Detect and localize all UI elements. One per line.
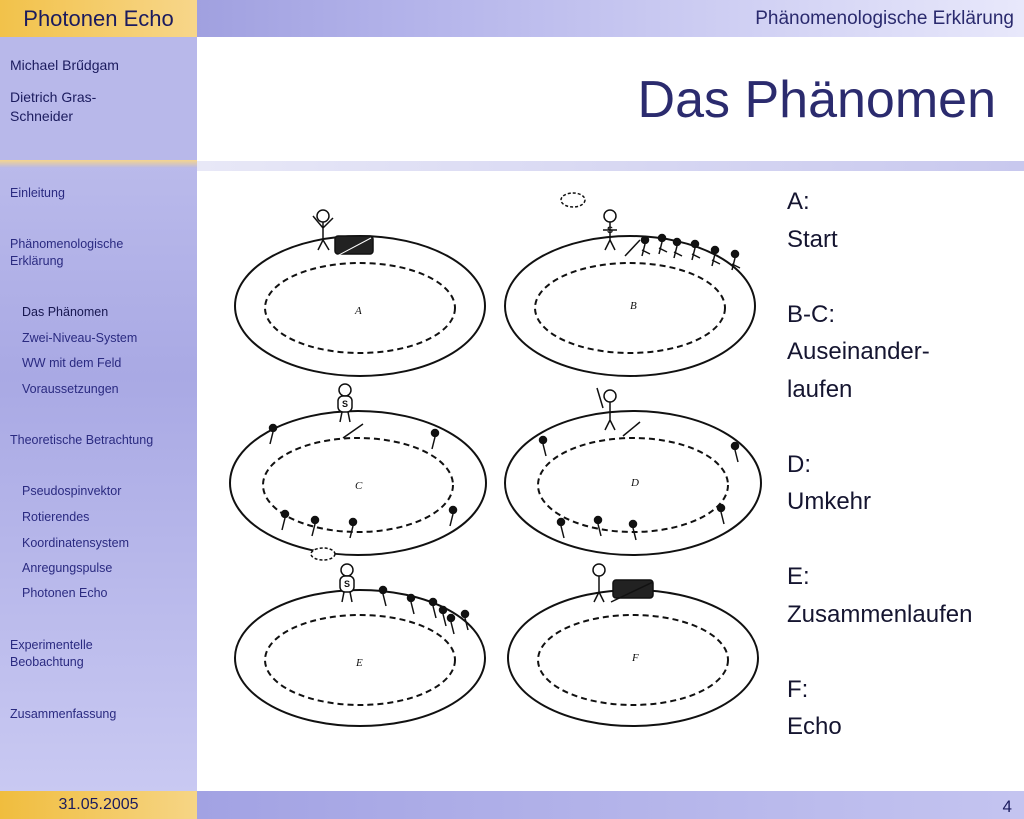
runners-a — [334, 235, 374, 257]
caption-e-label: E: — [787, 563, 810, 590]
nav-item-phaenomenologisch-l1[interactable]: Phänomenologische — [10, 237, 124, 251]
track-c — [229, 410, 487, 556]
panel-label-e: E — [355, 657, 363, 669]
nav-item-voraussetzungen[interactable]: Voraussetzungen — [22, 382, 119, 396]
starter-figure-e — [310, 547, 355, 603]
nav-item-experimentelle-l1[interactable]: Experimentelle — [10, 638, 93, 652]
nav-item-photonen-echo[interactable]: Photonen Echo — [22, 586, 108, 600]
starter-figure-d — [596, 387, 641, 437]
nav-item-pseudospinvektor[interactable]: Pseudospinvektor — [22, 484, 122, 498]
nav-item-experimentelle-l2[interactable]: Beobachtung — [10, 655, 84, 669]
runners-f — [610, 579, 654, 603]
runners-d — [538, 435, 740, 541]
caption-bc-label: B-C: — [787, 300, 835, 328]
flag-s-c: S — [342, 399, 348, 409]
panel-label-c: C — [355, 480, 363, 492]
caption-a-label: A: — [787, 188, 810, 215]
panel-label-d: D — [630, 477, 639, 489]
footer-date-box: 31.05.2005 — [0, 791, 197, 819]
nav-item-ww-mit-dem-feld[interactable]: WW mit dem Feld — [22, 356, 122, 370]
authors-divider — [0, 160, 197, 168]
track-e — [234, 589, 486, 727]
nav-item-phaenomenologisch-l2[interactable]: Erklärung — [10, 254, 64, 268]
starter-figure-b — [603, 209, 641, 257]
title-divider — [197, 161, 1024, 171]
runners-b — [640, 233, 741, 271]
authors-box — [0, 37, 197, 162]
runners-c — [268, 423, 458, 539]
panel-label-f: F — [631, 652, 639, 664]
caption-d-text: Umkehr — [787, 488, 872, 515]
nav-item-koordinatensystem[interactable]: Koordinatensystem — [22, 536, 130, 550]
track-b — [504, 235, 756, 377]
brand-title: Photonen Echo — [23, 6, 174, 31]
nav-item-das-phaenomen[interactable]: Das Phänomen — [22, 305, 109, 319]
thought-bubble-b — [560, 192, 586, 208]
page-title: Das Phänomen — [637, 71, 996, 129]
runners-e — [378, 585, 470, 635]
caption-bc-text-2: laufen — [787, 375, 853, 403]
track-d — [504, 410, 762, 556]
nav-item-anregungspulse[interactable]: Anregungspulse — [22, 561, 113, 575]
racetrack-figure: A B C D E F — [229, 192, 762, 727]
starter-figure-c — [337, 383, 364, 439]
caption-bc-text-1: Auseinander- — [787, 338, 930, 365]
panel-label-a: A — [354, 305, 362, 317]
caption-e-text: Zusammenlaufen — [787, 600, 973, 628]
page-number: 4 — [1002, 797, 1012, 816]
caption-a-text: Start — [787, 225, 838, 253]
starter-figure-a — [312, 209, 334, 251]
author-2-line2: Schneider — [10, 108, 74, 124]
caption-spacer — [787, 633, 1022, 671]
caption-f-label: F: — [787, 675, 809, 703]
footer-date: 31.05.2005 — [58, 796, 139, 813]
section-title: Phänomenologische Erklärung — [755, 8, 1014, 29]
nav-item-zwei-niveau-system[interactable]: Zwei-Niveau-System — [22, 331, 138, 345]
flag-s-b: S — [607, 225, 613, 235]
brand-box: Photonen Echo — [0, 0, 197, 37]
caption-spacer — [787, 521, 1022, 559]
caption-list: A: Start B-C: Auseinander- laufen D: Umk… — [787, 183, 1022, 746]
nav-item-rotierendes[interactable]: Rotierendes — [22, 510, 90, 524]
author-1: Michael Brűdgam — [10, 57, 119, 73]
caption-f-text: Echo — [787, 713, 842, 740]
author-2-line1: Dietrich Gras- — [10, 89, 97, 105]
flag-s-e: S — [344, 579, 350, 589]
caption-spacer — [787, 258, 1022, 296]
nav-item-einleitung[interactable]: Einleitung — [10, 186, 65, 200]
caption-d-label: D: — [787, 450, 811, 478]
nav-item-zusammenfassung[interactable]: Zusammenfassung — [10, 707, 117, 721]
nav-item-theoretische-betrachtung[interactable]: Theoretische Betrachtung — [10, 433, 154, 447]
starter-figure-f — [592, 563, 606, 603]
panel-label-b: B — [630, 300, 637, 312]
caption-spacer — [787, 408, 1022, 446]
